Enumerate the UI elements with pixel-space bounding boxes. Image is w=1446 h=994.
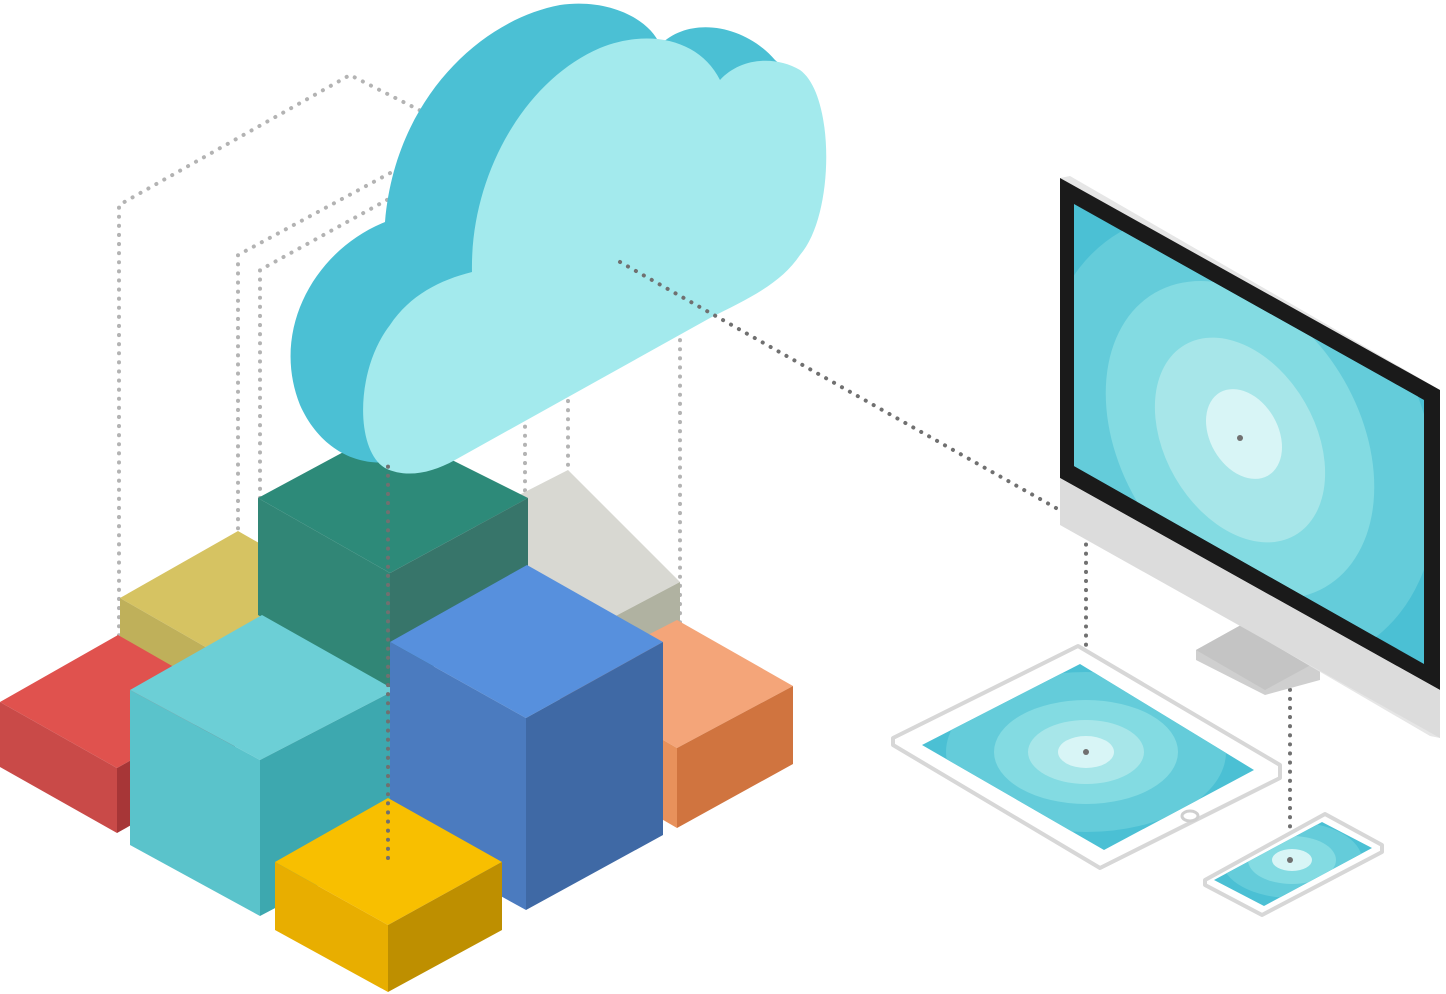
smartphone-icon	[1203, 812, 1384, 917]
tablet-screen	[922, 664, 1254, 850]
desktop-monitor-icon	[1060, 176, 1440, 738]
data-blocks	[0, 428, 793, 992]
yellow-block	[275, 798, 502, 992]
cloud-icon	[290, 3, 827, 474]
tablet-home-button	[1180, 809, 1200, 823]
tablet-icon	[891, 644, 1282, 870]
connector-endpoints	[1083, 435, 1293, 863]
